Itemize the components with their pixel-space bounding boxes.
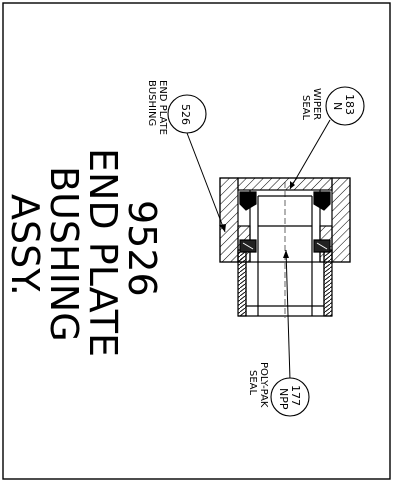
callout-wiper-seal: 183 N WIPER SEAL: [289, 86, 365, 190]
callout-bubble-line-1: 177: [289, 385, 302, 406]
callout-label-line-2: BUSHING: [146, 80, 157, 126]
callout-bubble-line-1: 526: [179, 104, 192, 125]
callout-label-line-2: SEAL: [300, 95, 311, 121]
callout-bubble-line-1: 183: [343, 94, 356, 115]
part-number: 9526: [120, 200, 164, 297]
callout-bubble: [325, 86, 365, 126]
callout-label-line-1: END PLATE: [157, 80, 168, 135]
sheet-border: [2, 2, 391, 480]
title-line-1: END PLATE: [81, 148, 125, 357]
callout-end-plate-bushing: 526 END PLATE BUSHING: [146, 80, 226, 233]
callout-bubble-line-2: NPP: [277, 388, 290, 410]
callout-label-line-2: SEAL: [247, 370, 258, 396]
bushing-assembly-section: [219, 177, 351, 318]
callout-label-line-1: POLY-PAK: [258, 362, 269, 408]
callout-bubble-line-2: N: [331, 102, 344, 110]
title-line-2: BUSHING: [42, 166, 86, 342]
callout-bubble: [270, 377, 310, 417]
title-block: 9526 END PLATE BUSHING ASSY.: [3, 148, 164, 357]
callout-label-line-1: WIPER: [311, 88, 322, 120]
callout-poly-pak-seal: 177 NPP POLY-PAK SEAL: [247, 249, 310, 417]
title-line-3: ASSY.: [3, 194, 47, 296]
callout-bubble: [167, 94, 207, 134]
